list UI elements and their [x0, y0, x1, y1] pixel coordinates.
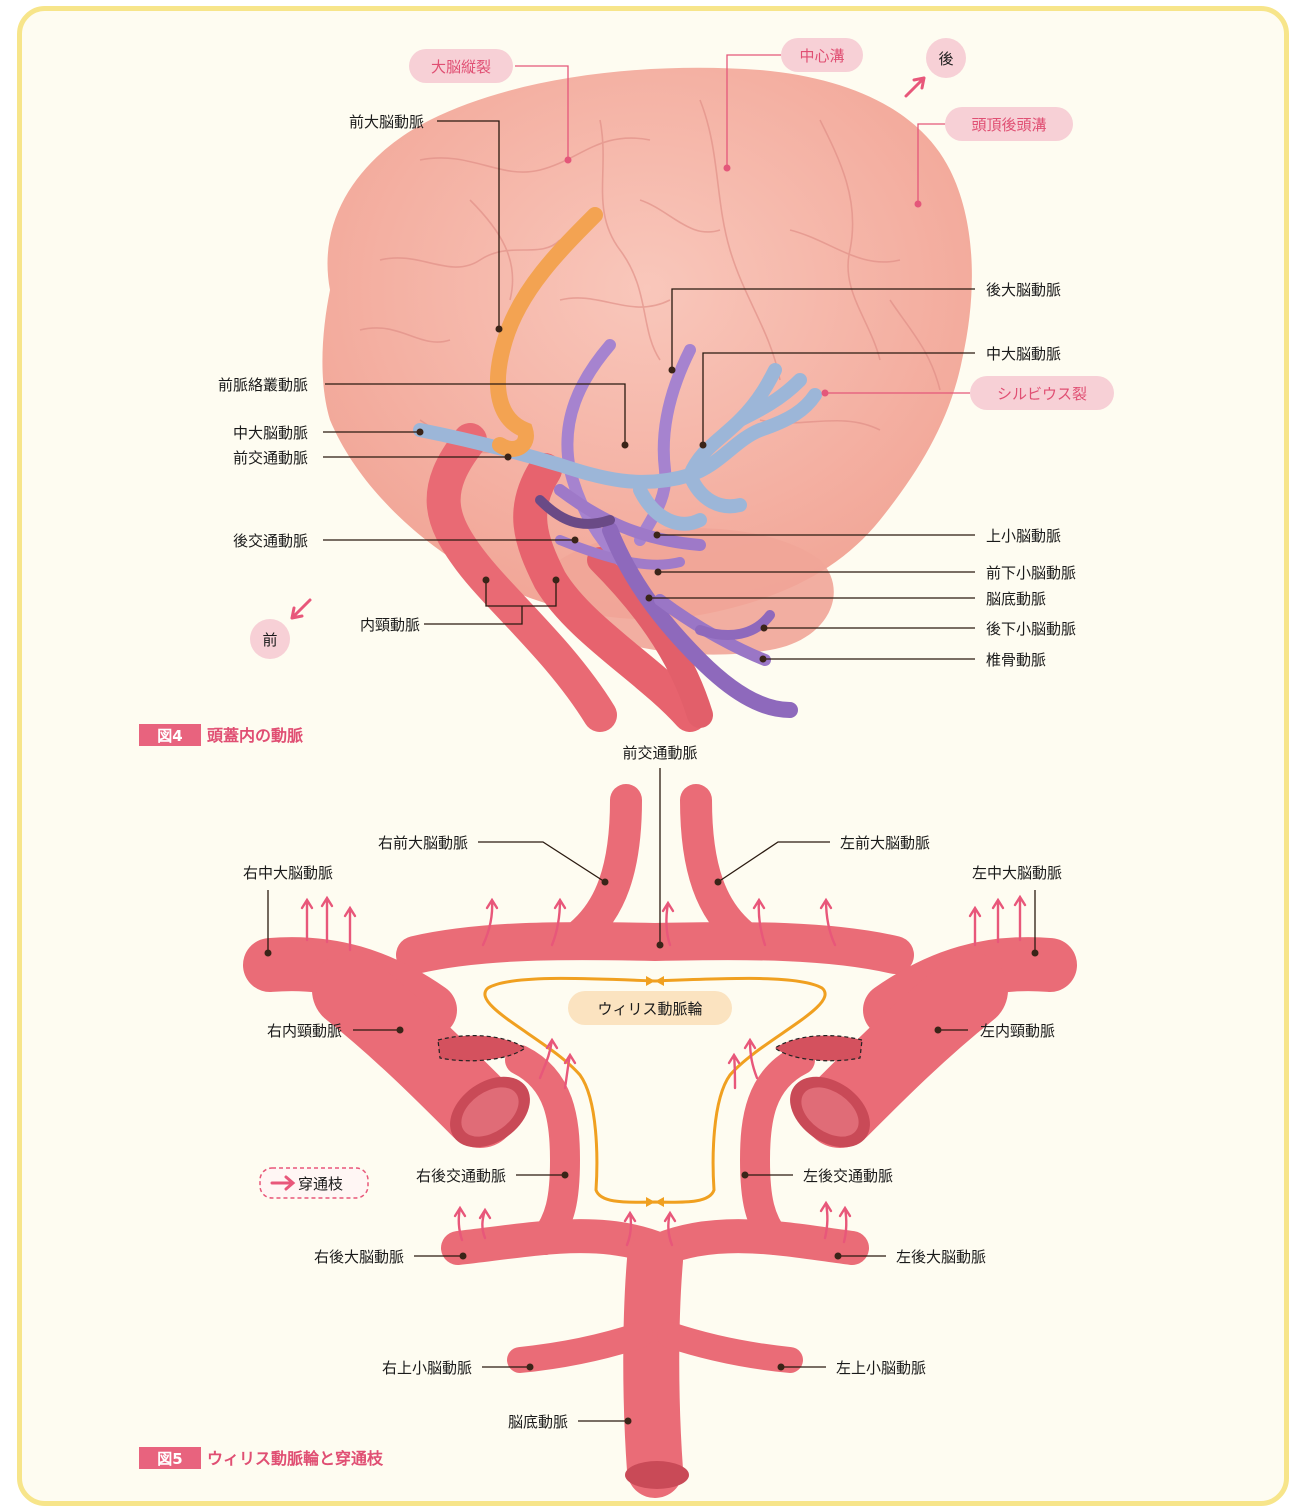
direction-back-label: 後: [938, 50, 953, 68]
pill-parieto-occipital-sulcus: 頭頂後頭溝: [971, 116, 1046, 134]
label-fig5-l-pca: 左後大脳動脈: [896, 1248, 986, 1266]
ring-marker-bottom-icon: [646, 1197, 664, 1207]
label-fig4-mca-left: 中大脳動脈: [233, 424, 308, 442]
fig4-title: 頭蓋内の動脈: [207, 726, 303, 745]
label-fig5-ba: 脳底動脈: [508, 1413, 568, 1431]
ring-label: ウィリス動脈輪: [597, 1000, 702, 1018]
pill-central-sulcus: 中心溝: [799, 47, 844, 65]
label-fig4-va: 椎骨動脈: [986, 651, 1046, 669]
label-fig5-r-ica: 右内頸動脈: [267, 1022, 342, 1040]
label-fig5-r-pca: 右後大脳動脈: [314, 1248, 404, 1266]
fig5-badge: 図5: [157, 1450, 182, 1468]
label-fig5-acom: 前交通動脈: [622, 744, 697, 762]
label-fig4-aca: 前大脳動脈: [349, 113, 424, 131]
arrow-front-icon: [292, 600, 310, 618]
label-fig4-aica: 前下小脳動脈: [986, 564, 1076, 582]
legend-label: 穿通枝: [298, 1175, 343, 1193]
label-fig5-l-sca: 左上小脳動脈: [836, 1359, 926, 1377]
label-fig5-l-mca: 左中大脳動脈: [972, 864, 1062, 882]
basilar-opening: [625, 1461, 689, 1489]
label-fig5-l-pcom: 左後交通動脈: [803, 1167, 893, 1185]
label-fig4-sca: 上小脳動脈: [986, 527, 1061, 545]
label-fig5-r-mca: 右中大脳動脈: [243, 864, 333, 882]
label-fig4-mca-right: 中大脳動脈: [986, 345, 1061, 363]
ring-marker-top-icon: [646, 976, 664, 986]
direction-front-label: 前: [262, 631, 277, 649]
pill-sylvian-fissure: シルビウス裂: [997, 385, 1087, 403]
label-fig4-ica: 内頸動脈: [360, 616, 420, 634]
arrow-back-icon: [906, 78, 924, 96]
label-fig4-pcom: 後交通動脈: [233, 532, 308, 550]
label-fig4-pica: 後下小脳動脈: [986, 620, 1076, 638]
label-fig5-r-pcom: 右後交通動脈: [416, 1167, 506, 1185]
label-fig4-acom: 前交通動脈: [233, 449, 308, 467]
label-fig5-l-aca: 左前大脳動脈: [840, 834, 930, 852]
fig5-title: ウィリス動脈輪と穿通枝: [207, 1449, 384, 1468]
label-fig4-achor: 前脈絡叢動脈: [218, 376, 308, 394]
label-fig5-r-aca: 右前大脳動脈: [378, 834, 468, 852]
figure-4: 大脳縦裂 中心溝 頭頂後頭溝 シルビウス裂 後 前 前大脳動脈 前脈絡叢動脈 中…: [139, 38, 1114, 746]
label-fig5-r-sca: 右上小脳動脈: [382, 1359, 472, 1377]
label-fig4-ba: 脳底動脈: [986, 590, 1046, 608]
fig4-badge: 図4: [157, 727, 182, 745]
pill-longitudinal-fissure: 大脳縦裂: [431, 58, 491, 76]
label-fig4-pca: 後大脳動脈: [986, 281, 1061, 299]
label-fig5-l-ica: 左内頸動脈: [980, 1022, 1055, 1040]
figure-5: ウィリス動脈輪: [139, 744, 1062, 1489]
